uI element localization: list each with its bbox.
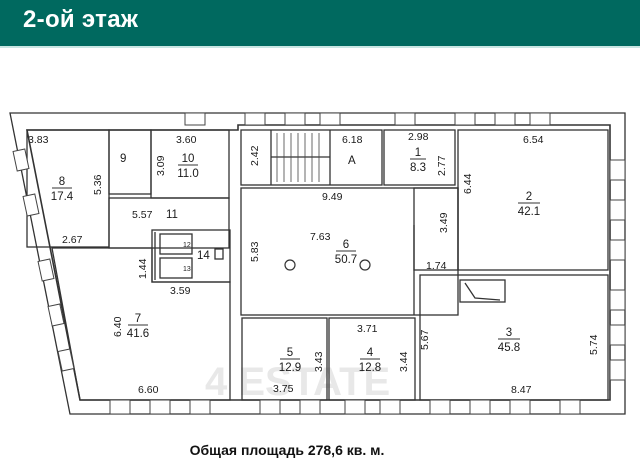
room-5-area: 12.9 <box>279 362 301 374</box>
room-5-height: 3.43 <box>313 351 325 372</box>
room-a-height: 2.42 <box>249 145 261 166</box>
room-14-number: 14 <box>197 250 210 262</box>
room-2-width: 6.54 <box>523 134 544 146</box>
room-8-area: 17.4 <box>51 191 74 203</box>
room-4-width: 3.71 <box>357 323 378 335</box>
room-11-number: 11 <box>166 209 178 221</box>
room-8-width: 3.83 <box>28 134 49 146</box>
room-7-area: 41.6 <box>127 328 149 340</box>
room-4-height: 3.44 <box>398 351 410 372</box>
room-7-height: 6.40 <box>112 316 124 337</box>
room-1-area: 8.3 <box>410 162 426 174</box>
room-6-height: 5.83 <box>249 241 261 262</box>
room-1-number: 1 <box>415 147 421 159</box>
room-6-width-3: 1.74 <box>426 260 447 272</box>
floor-title: 2-ой этаж <box>23 6 139 33</box>
room-3-height: 5.74 <box>588 334 600 355</box>
room-6-number: 6 <box>343 239 349 251</box>
room-4-area: 12.8 <box>359 362 381 374</box>
room-a-width: 6.18 <box>342 134 363 146</box>
watermark: 4 ESTATE <box>205 360 390 404</box>
room-10-height: 3.09 <box>155 155 167 176</box>
room-9-number: 9 <box>120 153 126 165</box>
room-10-area: 11.0 <box>177 168 199 180</box>
room-6-width-2: 7.63 <box>310 231 331 243</box>
room-3-area: 45.8 <box>498 342 520 354</box>
total-area-text: Общая площадь 278,6 кв. м. <box>189 442 385 458</box>
room-10-number: 10 <box>182 153 195 165</box>
total-area-caption: Общая площадь 278,6 кв. м. <box>0 442 640 458</box>
floor-plan: 4 ESTATE <box>0 90 640 430</box>
room-7-width: 6.60 <box>138 384 159 396</box>
room-7-height-2: 1.44 <box>137 258 149 279</box>
room-2-number: 2 <box>526 191 532 203</box>
room-1-height: 2.77 <box>436 155 448 176</box>
room-2-area: 42.1 <box>518 206 540 218</box>
room-8-number: 8 <box>59 176 65 188</box>
room-10-width: 3.60 <box>176 134 197 146</box>
room-8-width-2: 2.67 <box>62 234 83 246</box>
room-3-height-2: 5.67 <box>419 329 431 350</box>
header-bar: 2-ой этаж <box>0 0 640 48</box>
room-a-label: A <box>348 155 356 167</box>
room-7-width-2: 3.59 <box>170 285 191 297</box>
room-11-width: 5.57 <box>132 209 153 221</box>
room-3-width: 8.47 <box>511 384 532 396</box>
room-6-height-2: 3.49 <box>438 212 450 233</box>
room-5-number: 5 <box>287 347 293 359</box>
room-6-area: 50.7 <box>335 254 357 266</box>
room-6-width: 9.49 <box>322 191 343 203</box>
room-13-number: 13 <box>183 266 191 273</box>
room-3-number: 3 <box>506 327 512 339</box>
room-5-width: 3.75 <box>273 383 294 395</box>
room-2-height: 6.44 <box>462 173 474 194</box>
room-7-number: 7 <box>135 313 141 325</box>
room-12-number: 12 <box>183 242 191 249</box>
room-4-number: 4 <box>367 347 374 359</box>
room-1-width: 2.98 <box>408 131 429 143</box>
room-8-height: 5.36 <box>92 174 104 195</box>
